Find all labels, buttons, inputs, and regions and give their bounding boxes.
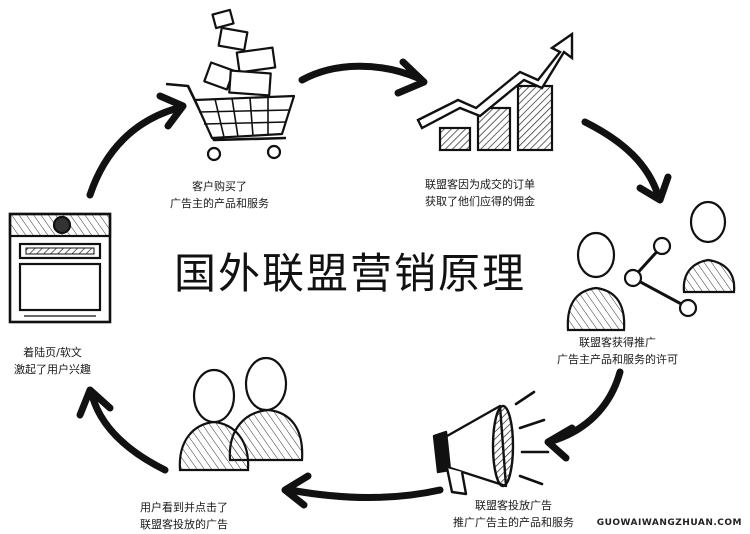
arrow-megaphone-to-users	[281, 472, 444, 509]
step-label-landing: 着陆页/软文 激起了用户兴趣	[14, 344, 91, 378]
step-label-commission: 联盟客因为成交的订单 获取了他们应得的佣金	[425, 176, 535, 210]
watermark: GUOWAIWANGZHUAN.COM	[596, 518, 742, 528]
step-line: 推广广告主的产品和服务	[453, 516, 574, 529]
diagram-title: 国外联盟营销原理	[173, 249, 526, 298]
step-line: 广告主产品和服务的许可	[557, 353, 678, 366]
arrow-network-to-megaphone	[544, 368, 624, 462]
arrow-growth-to-network	[581, 118, 672, 204]
growth-chart-icon	[416, 31, 574, 152]
step-label-permission: 联盟客获得推广 广告主产品和服务的许可	[557, 334, 678, 368]
arrow-landing-to-cart	[86, 92, 187, 199]
step-line: 联盟客因为成交的订单	[425, 178, 535, 191]
step-line: 联盟客获得推广	[579, 336, 656, 349]
step-line: 激起了用户兴趣	[14, 363, 91, 376]
landing-page-icon	[8, 212, 112, 324]
step-line: 广告主的产品和服务	[170, 197, 269, 210]
step-line: 用户看到并点击了	[140, 501, 228, 514]
step-line: 着陆页/软文	[23, 346, 82, 359]
step-line: 客户购买了	[192, 180, 247, 193]
network-people-icon	[566, 200, 736, 332]
cycle-arrows	[76, 58, 672, 509]
step-label-advertise: 联盟客投放广告 推广广告主的产品和服务	[453, 497, 574, 531]
shopping-cart-icon	[165, 8, 296, 162]
arrow-cart-to-growth	[298, 58, 428, 97]
step-label-click: 用户看到并点击了 联盟客投放的广告	[140, 499, 228, 533]
megaphone-icon	[432, 390, 550, 496]
step-line: 联盟客投放的广告	[140, 518, 228, 531]
step-label-purchase: 客户购买了 广告主的产品和服务	[170, 178, 269, 212]
users-icon	[178, 356, 304, 472]
step-line: 联盟客投放广告	[475, 499, 552, 512]
step-line: 获取了他们应得的佣金	[425, 195, 535, 208]
arrow-users-to-landing	[76, 386, 169, 474]
